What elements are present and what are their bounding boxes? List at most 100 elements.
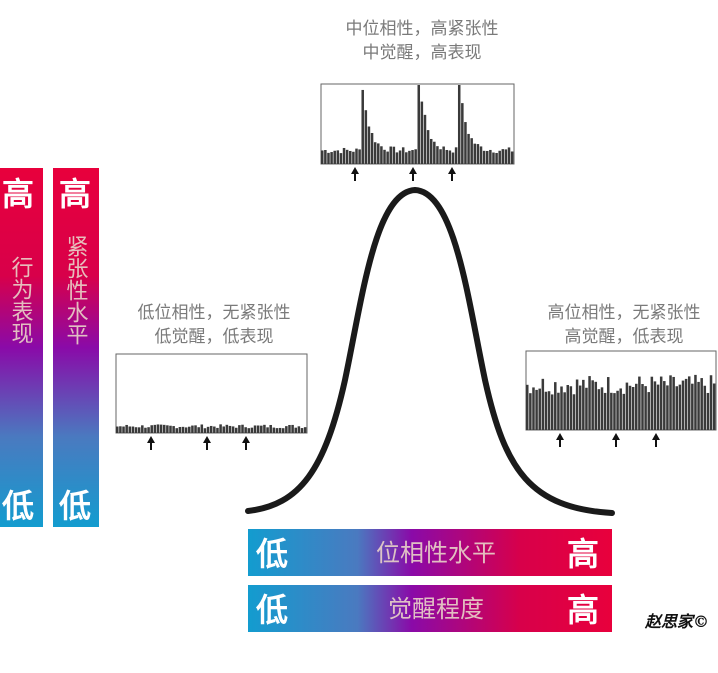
- histogram-bar: [324, 150, 327, 164]
- histogram-bar: [219, 424, 222, 433]
- histogram-bar: [209, 425, 213, 433]
- histogram-bar: [436, 146, 439, 164]
- histogram-bar: [144, 427, 147, 433]
- phasic-scale-label: 位相性水平: [376, 539, 496, 567]
- histogram-bar: [603, 392, 607, 430]
- histogram-bar: [631, 387, 635, 430]
- histogram-bar: [184, 427, 188, 433]
- histogram-bar: [495, 152, 498, 164]
- histogram-bar: [526, 384, 529, 430]
- histogram-bar: [380, 146, 383, 164]
- behavior-scale: 高 低 行为表现: [0, 168, 43, 527]
- histogram-bar: [467, 133, 470, 164]
- histogram-bar: [448, 150, 452, 164]
- histogram-bar: [244, 427, 247, 433]
- histogram-bar: [628, 385, 632, 430]
- histogram-bar: [610, 392, 613, 430]
- histogram-bar: [591, 380, 594, 430]
- histogram-bar: [712, 383, 716, 430]
- histogram-bar: [269, 424, 272, 433]
- histogram-bar: [288, 424, 291, 433]
- histogram-bar: [666, 385, 669, 430]
- histogram-bar: [700, 378, 703, 430]
- histogram-bar: [321, 150, 324, 164]
- histogram-bar: [389, 146, 392, 164]
- histogram-bar: [442, 146, 445, 164]
- arrow-up-icon: [556, 433, 564, 447]
- histogram-bar: [672, 376, 675, 430]
- histogram-bar: [137, 427, 141, 433]
- histogram-bar: [119, 426, 122, 433]
- histogram-bar: [361, 89, 364, 164]
- histogram-bar: [358, 149, 361, 164]
- histogram-bar: [231, 426, 235, 433]
- histogram-bar: [507, 147, 511, 164]
- histogram-bar: [188, 426, 191, 433]
- histogram-bar: [547, 391, 551, 430]
- arousal-high-label: 高: [567, 591, 599, 629]
- histogram-bar: [297, 426, 301, 433]
- histogram-bar: [423, 114, 427, 164]
- histogram-bar: [125, 424, 128, 433]
- histogram-bar: [395, 152, 399, 164]
- histogram-bar: [392, 146, 396, 164]
- histogram-bar: [281, 428, 285, 433]
- histogram-bar: [159, 424, 163, 433]
- histogram-bar: [200, 424, 204, 433]
- behavior-scale-label: 行为表现: [8, 256, 34, 344]
- histogram-bar: [572, 394, 576, 430]
- histogram-bar: [650, 376, 654, 430]
- histogram-bar: [411, 150, 414, 164]
- arousal-low-label: 低: [256, 591, 288, 629]
- tonic-low-label: 低: [59, 487, 91, 525]
- histogram-bar: [401, 147, 405, 164]
- histogram-bar: [694, 374, 697, 430]
- histogram-bar: [635, 383, 638, 430]
- histogram-bar: [535, 389, 538, 430]
- histogram-bar: [247, 428, 251, 433]
- histogram-bar: [504, 149, 508, 164]
- histogram-bar: [134, 427, 138, 433]
- histogram-bar: [470, 138, 473, 164]
- histogram-bar: [433, 141, 436, 164]
- histogram-bar: [238, 425, 241, 433]
- histogram-bar: [681, 380, 685, 430]
- histogram-bar: [166, 425, 169, 433]
- tonic-scale: 高 低 紧张性水平: [53, 168, 99, 527]
- histogram-bar: [659, 376, 663, 430]
- histogram-bar: [162, 424, 166, 433]
- histogram-bar: [473, 143, 477, 164]
- arousal-scale: 低 觉醒程度 高: [248, 585, 612, 632]
- arrow-up-icon: [147, 436, 155, 450]
- histogram-bar: [638, 376, 641, 430]
- histogram-bar: [122, 426, 125, 433]
- histogram-bar: [616, 390, 619, 430]
- histogram-bar: [563, 392, 566, 430]
- histogram-bar: [684, 378, 688, 430]
- histogram-bar: [330, 152, 333, 164]
- histogram-bar: [529, 393, 532, 430]
- histogram-bar: [147, 427, 150, 433]
- histogram-bar: [250, 427, 254, 433]
- histogram-bar: [675, 386, 679, 430]
- histogram-bar: [569, 386, 573, 430]
- left-histogram-frame: [115, 353, 308, 434]
- histogram-bar: [303, 427, 307, 433]
- histogram-bar: [575, 379, 579, 430]
- histogram-bar: [405, 152, 408, 164]
- histogram-bar: [342, 147, 346, 164]
- histogram-bar: [485, 150, 489, 164]
- histogram-bar: [285, 426, 288, 433]
- histogram-bar: [241, 424, 244, 433]
- histogram-bar: [256, 425, 260, 433]
- tonic-high-label: 高: [59, 175, 91, 213]
- histogram-bar: [625, 382, 629, 430]
- histogram-bar: [585, 387, 588, 430]
- histogram-bar: [116, 426, 119, 433]
- top-caption-line2: 中觉醒，高表现: [363, 43, 482, 63]
- phasic-high-label: 高: [567, 535, 599, 573]
- histogram-bar: [706, 392, 710, 430]
- histogram-bar: [131, 426, 135, 433]
- histogram-bar: [578, 385, 582, 430]
